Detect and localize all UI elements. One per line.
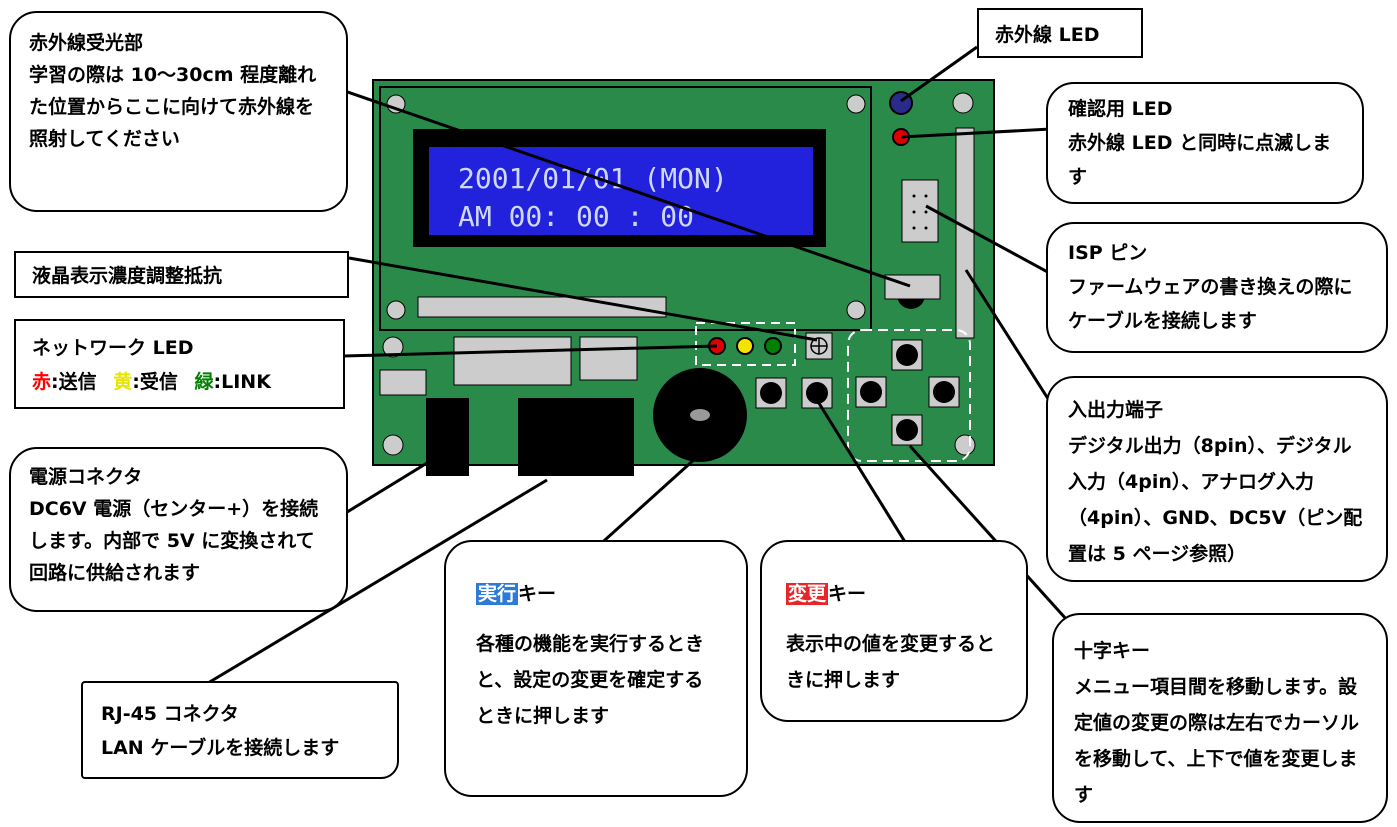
callout-body: 赤外線 LED と同時に点滅します: [1068, 132, 1332, 188]
power-connector: [426, 398, 469, 476]
callout-title: 確認用 LED: [1068, 98, 1173, 120]
callout-body: 学習の際は 10～30cm 程度離れた位置からここに向けて赤外線を照射してくださ…: [29, 64, 317, 150]
callout-title: ISP ピン: [1068, 242, 1148, 264]
callout-exec-key: 実行キー 各種の機能を実行するときと、設定の変更を確定するときに押します: [444, 540, 748, 797]
callout-body: メニュー項目間を移動します。設定値の変更の際は左右でカーソルを移動して、上下で値…: [1074, 676, 1360, 806]
rj45-connector: [518, 398, 634, 476]
callout-title: 赤外線受光部: [29, 32, 144, 54]
callout-title: 十字キー: [1074, 640, 1151, 662]
network-led-legend: 赤:送信 黄:受信 緑:LINK: [32, 365, 327, 399]
callout-body: 各種の機能を実行するときと、設定の変更を確定するときに押します: [476, 633, 705, 727]
callout-title: 入出力端子: [1068, 399, 1164, 421]
ic-chip: [379, 369, 427, 396]
legend-green-label: 緑: [194, 371, 214, 393]
ic-chip: [453, 336, 572, 386]
network-led-group: [695, 322, 796, 366]
legend-yellow-label: 黄: [113, 371, 133, 393]
board-mount-hole: [954, 434, 976, 456]
callout-confirm-led: 確認用 LED 赤外線 LED と同時に点滅します: [1046, 82, 1364, 204]
callout-body: ファームウェアの書き換えの際にケーブルを接続します: [1068, 276, 1353, 332]
callout-contrast: 液晶表示濃度調整抵抗: [14, 251, 349, 298]
callout-network-led: ネットワーク LED 赤:送信 黄:受信 緑:LINK: [14, 319, 345, 409]
lcd-line-2: AM 00: 00 : 00: [458, 200, 694, 233]
leader-lines: [207, 45, 1069, 685]
change-key-highlight: 変更: [786, 583, 829, 605]
callout-body: 表示中の値を変更するときに押します: [786, 633, 996, 691]
callout-rj45: RJ-45 コネクタ LAN ケーブルを接続します: [81, 681, 399, 779]
lcd-line-1: 2001/01/01 (MON): [458, 162, 728, 195]
board-mount-hole: [382, 336, 404, 358]
callout-title: 実行キー: [476, 578, 716, 610]
callout-cross-key: 十字キー メニュー項目間を移動します。設定値の変更の際は左右でカーソルを移動して…: [1052, 613, 1388, 823]
callout-change-key: 変更キー 表示中の値を変更するときに押します: [760, 540, 1028, 722]
callout-title: 変更キー: [786, 578, 1002, 610]
callout-ir-receiver: 赤外線受光部 学習の際は 10～30cm 程度離れた位置からここに向けて赤外線を…: [9, 11, 348, 212]
board-mount-hole: [382, 434, 404, 456]
lcd-mount-hole: [846, 94, 866, 114]
callout-ir-led: 赤外線 LED: [977, 8, 1143, 58]
cross-key-group: [847, 329, 971, 462]
board-mount-hole: [952, 92, 974, 114]
callout-body: デジタル出力（8pin）、デジタル入力（4pin）、アナログ入力（4pin）、G…: [1068, 435, 1363, 565]
legend-red-text: :送信: [51, 371, 97, 393]
callout-title: RJ-45 コネクタ: [101, 703, 239, 725]
callout-title: 電源コネクタ: [29, 466, 143, 488]
callout-body: DC6V 電源（センター+）を接続します。内部で 5V に変換されて回路に供給さ…: [29, 498, 319, 584]
change-key-title-rest: キー: [828, 583, 867, 605]
network-led-yellow: [736, 337, 754, 355]
io-terminal: [955, 127, 975, 339]
lcd-mount-hole: [386, 300, 406, 320]
callout-body: LAN ケーブルを接続します: [101, 737, 340, 759]
lcd-screen: [429, 147, 813, 235]
ic-chip: [579, 336, 638, 381]
network-led-green: [764, 337, 782, 355]
legend-green-text: :LINK: [213, 371, 271, 393]
lcd-mount-hole: [846, 300, 866, 320]
callout-title: ネットワーク LED: [32, 337, 194, 359]
legend-yellow-text: :受信: [132, 371, 178, 393]
ir-receiver: [884, 274, 941, 300]
callout-io: 入出力端子 デジタル出力（8pin）、デジタル入力（4pin）、アナログ入力（4…: [1046, 376, 1388, 582]
legend-red-label: 赤: [32, 371, 52, 393]
callout-isp: ISP ピン ファームウェアの書き換えの際にケーブルを接続します: [1046, 222, 1388, 353]
callout-title: 赤外線 LED: [995, 23, 1100, 46]
exec-key-highlight: 実行: [476, 583, 519, 605]
exec-key-title-rest: キー: [518, 583, 557, 605]
callout-power: 電源コネクタ DC6V 電源（センター+）を接続します。内部で 5V に変換され…: [9, 447, 348, 612]
callout-title: 液晶表示濃度調整抵抗: [32, 265, 223, 287]
